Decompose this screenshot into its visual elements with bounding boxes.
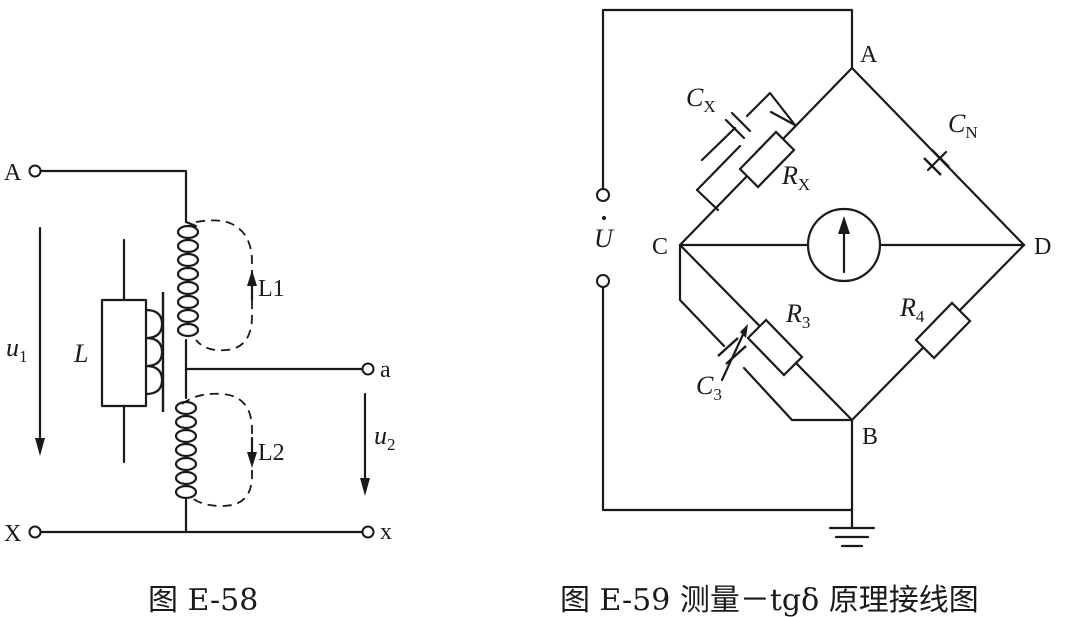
label-node-d: D <box>1034 234 1051 260</box>
wire-bottom-x <box>38 498 364 534</box>
capacitor-cx <box>695 91 797 212</box>
capacitor-c3 <box>678 243 854 422</box>
label-terminal-small-x: x <box>380 519 392 545</box>
dashed-loop-l2 <box>181 392 253 507</box>
resistor-r3 <box>746 318 804 377</box>
label-r4: R4 <box>899 293 925 326</box>
label-c3: C3 <box>696 371 722 404</box>
terminal-a-58 <box>28 164 42 178</box>
label-terminal-x: X <box>4 521 21 547</box>
label-source-u: U <box>594 216 615 253</box>
terminal-small-x <box>361 525 375 539</box>
terminal-x-58 <box>28 525 42 539</box>
winding-l1 <box>176 220 200 338</box>
label-cn: CN <box>948 109 978 142</box>
caption-e59: 图 E-59 测量－tgδ 原理接线图 <box>560 583 979 617</box>
u1-arrow-icon <box>35 226 45 456</box>
label-cx: CX <box>686 83 716 116</box>
label-terminal-a: A <box>4 160 22 186</box>
label-r3: R3 <box>785 299 810 332</box>
resistor-rx <box>738 130 796 189</box>
terminal-small-a <box>361 362 375 376</box>
label-u1: u1 <box>6 333 28 366</box>
label-node-c: C <box>652 234 668 260</box>
svg-text:U: U <box>594 224 615 253</box>
wire-source-loop <box>601 8 854 512</box>
dashed-loop-l1 <box>195 219 253 352</box>
label-node-a: A <box>860 42 878 68</box>
label-u2: u2 <box>374 421 396 454</box>
winding-l2 <box>174 400 198 500</box>
label-winding-l1: L1 <box>258 276 285 302</box>
galvanometer-icon <box>806 207 882 283</box>
figure-e58: A X a x u1 u2 L L1 L2 图 E-58 <box>4 160 396 617</box>
inductor-l <box>100 238 164 464</box>
source-terminal-top <box>596 188 610 202</box>
wire-tap-a <box>184 338 364 400</box>
figure-e59: A B C D U CX RX CN R3 R4 C3 图 E-59 测量－tg… <box>560 8 1051 617</box>
label-rx: RX <box>781 161 810 194</box>
label-inductor-l: L <box>73 339 88 368</box>
label-node-b: B <box>862 424 878 450</box>
ground-icon <box>828 418 876 548</box>
capacitor-cn <box>923 149 950 176</box>
u2-arrow-icon <box>360 392 370 496</box>
wire-a-top <box>38 169 188 224</box>
label-terminal-small-a: a <box>380 357 391 383</box>
arrow-l1-icon <box>247 270 257 302</box>
arrow-l2-icon <box>247 436 257 468</box>
resistor-r4 <box>914 301 972 360</box>
label-winding-l2: L2 <box>258 440 285 466</box>
source-terminal-bottom <box>596 274 610 288</box>
caption-e58: 图 E-58 <box>148 583 258 617</box>
